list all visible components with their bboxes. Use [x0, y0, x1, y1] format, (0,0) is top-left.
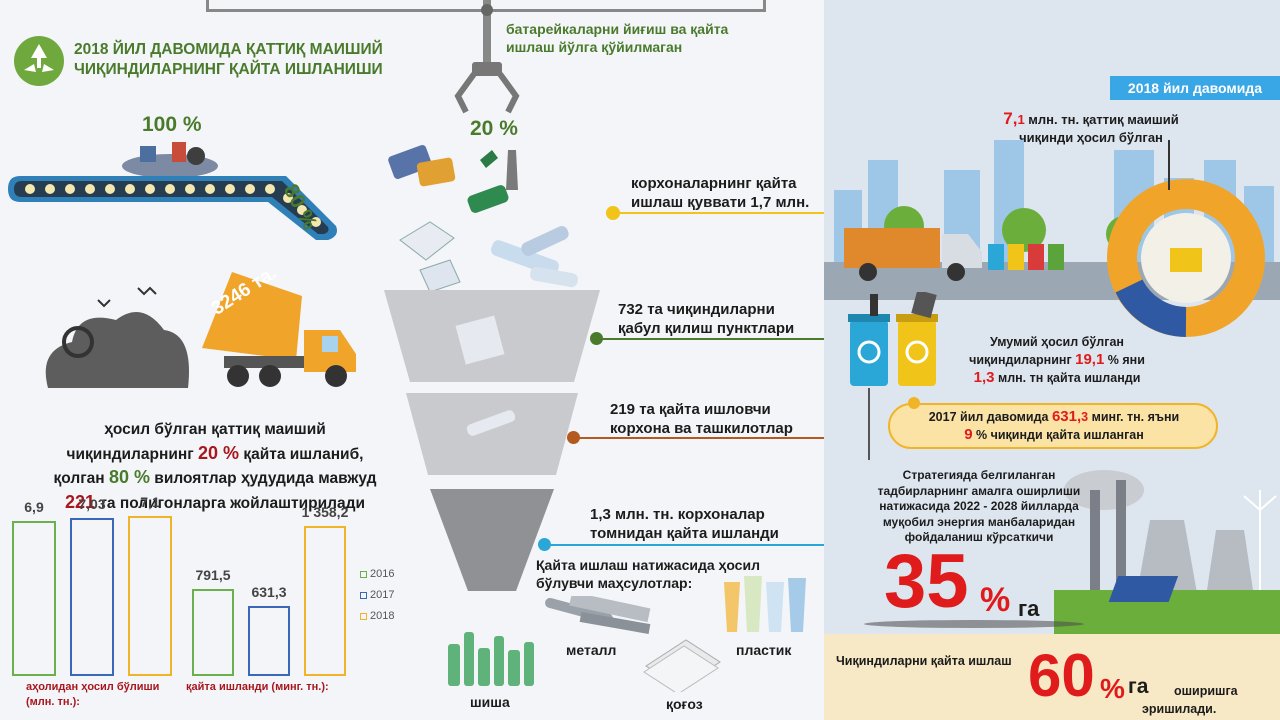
chart-1-value-2016: 6,9: [24, 499, 44, 515]
conveyor-belt-icon: [6, 172, 340, 244]
chart-1-bar-2018: [128, 516, 172, 676]
connector-line-brown: [574, 437, 826, 439]
funnel-segment-2: [406, 393, 578, 475]
plants-text: 219 та қайта ишловчи корхона ва ташкилот…: [610, 401, 793, 437]
year-header: 2018 йил давомида: [1110, 76, 1280, 100]
product-paper-label: қоғоз: [666, 696, 703, 712]
legend-2018: 2018: [360, 610, 394, 622]
product-glass-label: шиша: [470, 694, 510, 710]
increase-text: оширишга: [1174, 684, 1238, 698]
connector-line-yellow: [612, 212, 826, 214]
chart-2-value-2018: 1 358,2: [301, 504, 349, 520]
pct-35-suffix: га: [1018, 596, 1040, 621]
power-plant-illustration: [1054, 470, 1280, 634]
chart-1-xlabel: аҳолидан ҳосил бўлиши (млн. тн.):: [26, 681, 160, 708]
product-plastic-label: пластик: [736, 642, 792, 658]
total-recycled-text: Умумий ҳосил бўлган чиқиндиларнинг 19,1 …: [969, 335, 1145, 386]
chart-1-value-2017: 7,03: [78, 496, 106, 512]
pct-35-number: 35: [884, 539, 969, 624]
bar-chart-recycled: 791,5 631,3 1 358,2 қайта ишланди (минг. тн…: [186, 500, 356, 720]
connector-dot-brown: [567, 431, 580, 444]
chart-1-value-2018: 7,1: [140, 494, 160, 510]
capacity-text: корхоналарнинг қайта ишлаш қуввати 1,7 м…: [631, 175, 810, 211]
connector-dot-green: [590, 332, 603, 345]
pollution-cloud-icon: [38, 280, 198, 392]
y2017-dot: [908, 397, 920, 409]
product-metal-label: металл: [566, 642, 617, 658]
recycling-increase-text: Чиқиндиларни қайта ишлаш: [836, 654, 1012, 668]
glass-bottles-icon: [444, 626, 540, 690]
garbage-truck-icon: [844, 222, 984, 282]
strategy-text: Стратегияда белгиланган тадбирларнинг ам…: [877, 468, 1081, 545]
chart-2-bar-2016: [192, 589, 234, 676]
points-text: 732 та чиқиндиларни қабул қилиш пунктлар…: [618, 301, 795, 337]
connector-line-blue: [544, 544, 826, 546]
pct-60-number: 60: [1028, 642, 1095, 709]
donut-chart: [1107, 179, 1265, 337]
achieved-text: эришилади.: [1142, 702, 1217, 716]
chart-1-bar-2017: [70, 518, 114, 676]
funnel-segment-3: [430, 489, 554, 591]
bottom-band: [824, 634, 1280, 720]
paper-stack-icon: [640, 636, 724, 695]
pct-60-suffix: га: [1128, 675, 1149, 698]
chart-2-bar-2017: [248, 606, 290, 676]
recycle-logo-icon: [12, 34, 66, 88]
funnel-segment-1: [384, 290, 600, 382]
pct-35-shadow: [864, 620, 1084, 628]
garbage-pile-icon: [120, 140, 220, 178]
donut-pointer: [1168, 140, 1170, 190]
summary-text: ҳосил бўлган қаттиқ маиший чиқиндиларнин…: [53, 421, 377, 512]
connector-dot-yellow: [606, 206, 620, 220]
bin-connector-line: [868, 388, 870, 460]
bar-chart-generation: 6,9 7,03 7,1 аҳолидан ҳосил бўлиши (млн. тн…: [0, 494, 190, 720]
conveyor-pct-100: 100 %: [142, 113, 202, 136]
plastic-cups-icon: [718, 572, 814, 638]
chart-2-bar-2018: [304, 526, 346, 676]
chart-1-bar-2016: [12, 521, 56, 676]
chart-legend: 2016 2017 2018: [360, 568, 394, 622]
pct-35-sign: %: [980, 581, 1011, 619]
waste-items-icon: [380, 130, 590, 300]
recycled-text: 1,3 млн. тн. корхоналар томнидан қайта и…: [590, 506, 779, 542]
right-panel: 2018 йил давомида 7,1 млн. тн. қаттиқ ма…: [824, 0, 1280, 720]
claw-icon: [452, 0, 522, 120]
small-bins-icon: [986, 240, 1086, 272]
pct-60-sign: %: [1100, 673, 1125, 704]
dump-truck-icon: [200, 268, 360, 392]
connector-dot-blue: [538, 538, 551, 551]
y2017-text: 2017 йил давомида 631,3 минг. тн. яъни 9…: [928, 408, 1180, 443]
chart-2-value-2016: 791,5: [195, 567, 231, 583]
connector-line-green: [596, 338, 826, 340]
legend-2017: 2017: [360, 589, 394, 601]
page-title: 2018 ЙИЛ ДАВОМИДА ҚАТТИҚ МАИШИЙ ЧИҚИНДИЛ…: [74, 41, 383, 78]
conveyor-pct-20: 20 %: [470, 117, 518, 140]
y2017-box: [888, 403, 1218, 449]
products-heading: Қайта ишлаш натижасида ҳосил бўлувчи маҳ…: [536, 557, 760, 591]
chart-2-xlabel: қайта ишланди (минг. тн.):: [186, 681, 329, 693]
chart-2-value-2017: 631,3: [251, 584, 287, 600]
legend-2016: 2016: [360, 568, 394, 580]
top-note: батарейкаларни йиғиш ва қайта ишлаш йўлг…: [506, 21, 729, 55]
recycling-bins-icon: [844, 289, 964, 388]
generated-waste-text: 7,1 млн. тн. қаттиқ маиший чиқинди ҳосил…: [1003, 109, 1179, 146]
metal-pipes-icon: [540, 591, 660, 640]
